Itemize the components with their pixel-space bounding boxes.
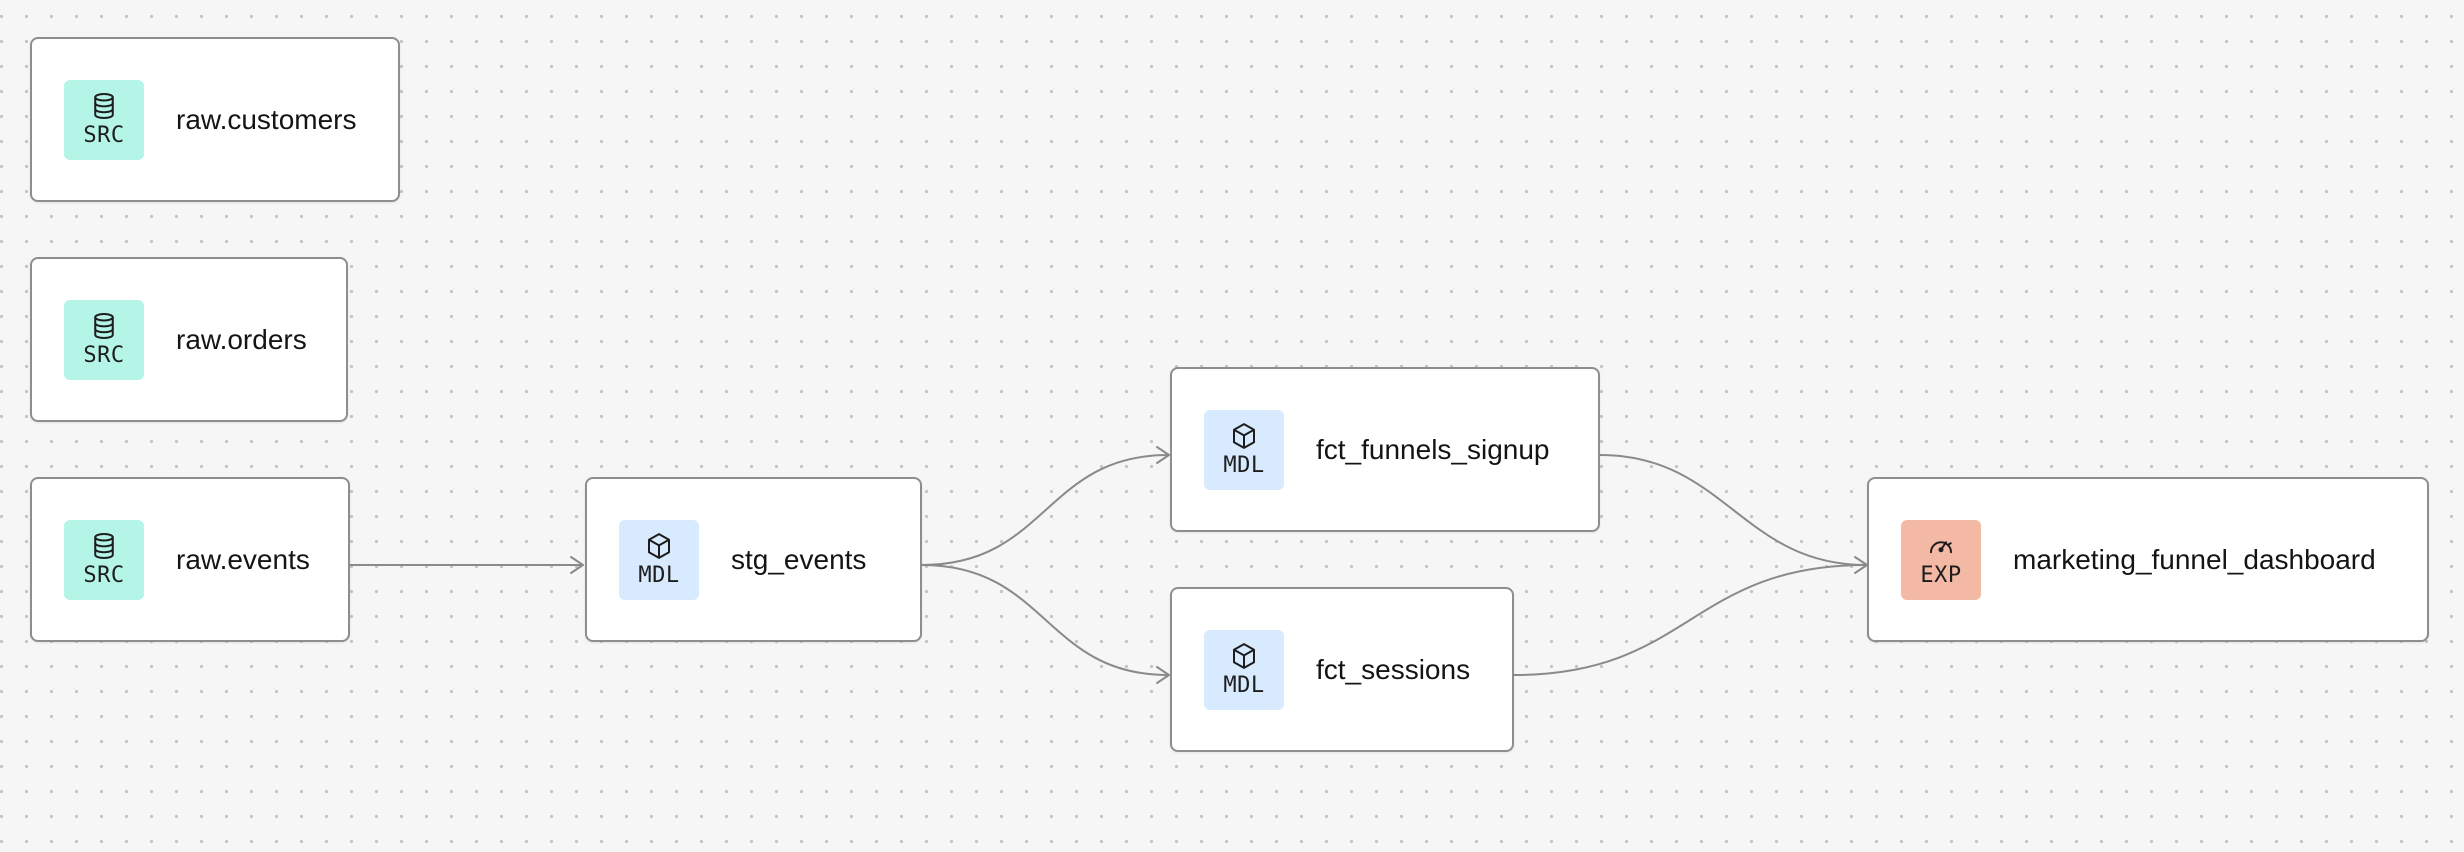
model-badge: MDL — [1204, 409, 1284, 490]
node-label: raw.customers — [176, 103, 357, 135]
edge-stg-events-to-fct-sessions — [921, 564, 1170, 684]
node-label: marketing_funnel_dashboard — [2013, 543, 2376, 575]
database-icon — [94, 93, 114, 120]
node-kind-label: MDL — [1223, 673, 1265, 698]
node-raw-customers[interactable]: SRC raw.customers — [30, 37, 400, 202]
model-badge: MDL — [619, 519, 699, 600]
exposure-badge: EXP — [1901, 519, 1981, 600]
node-kind-label: MDL — [1223, 453, 1265, 478]
node-marketing-funnel-dashboard[interactable]: EXP marketing_funnel_dashboard — [1867, 477, 2429, 642]
node-label: stg_events — [731, 543, 867, 575]
edge-fct-funnels-signup-to-dashboard — [1599, 454, 1868, 574]
node-label: fct_funnels_signup — [1316, 433, 1550, 465]
node-raw-orders[interactable]: SRC raw.orders — [30, 257, 348, 422]
node-kind-label: SRC — [83, 123, 125, 148]
cube-icon — [648, 533, 670, 559]
node-label: raw.orders — [176, 323, 307, 355]
node-label: fct_sessions — [1316, 653, 1471, 685]
cube-icon — [1233, 423, 1255, 449]
model-badge: MDL — [1204, 629, 1284, 710]
source-badge: SRC — [64, 299, 144, 380]
node-label: raw.events — [176, 543, 310, 575]
database-icon — [94, 533, 114, 560]
edge-raw-events-to-stg-events — [350, 556, 584, 574]
edge-stg-events-to-fct-funnels-signup — [921, 446, 1170, 566]
node-kind-label: EXP — [1920, 563, 1962, 588]
node-raw-events[interactable]: SRC raw.events — [30, 477, 350, 642]
gauge-icon — [1930, 541, 1952, 554]
node-kind-label: SRC — [83, 343, 125, 368]
source-badge: SRC — [64, 79, 144, 160]
node-fct-funnels-signup[interactable]: MDL fct_funnels_signup — [1170, 367, 1600, 532]
database-icon — [94, 313, 114, 340]
node-kind-label: SRC — [83, 563, 125, 588]
node-stg-events[interactable]: MDL stg_events — [585, 477, 922, 642]
cube-icon — [1233, 643, 1255, 669]
node-fct-sessions[interactable]: MDL fct_sessions — [1170, 587, 1514, 752]
node-kind-label: MDL — [638, 563, 680, 588]
edge-fct-sessions-to-dashboard — [1513, 564, 1867, 676]
source-badge: SRC — [64, 519, 144, 600]
